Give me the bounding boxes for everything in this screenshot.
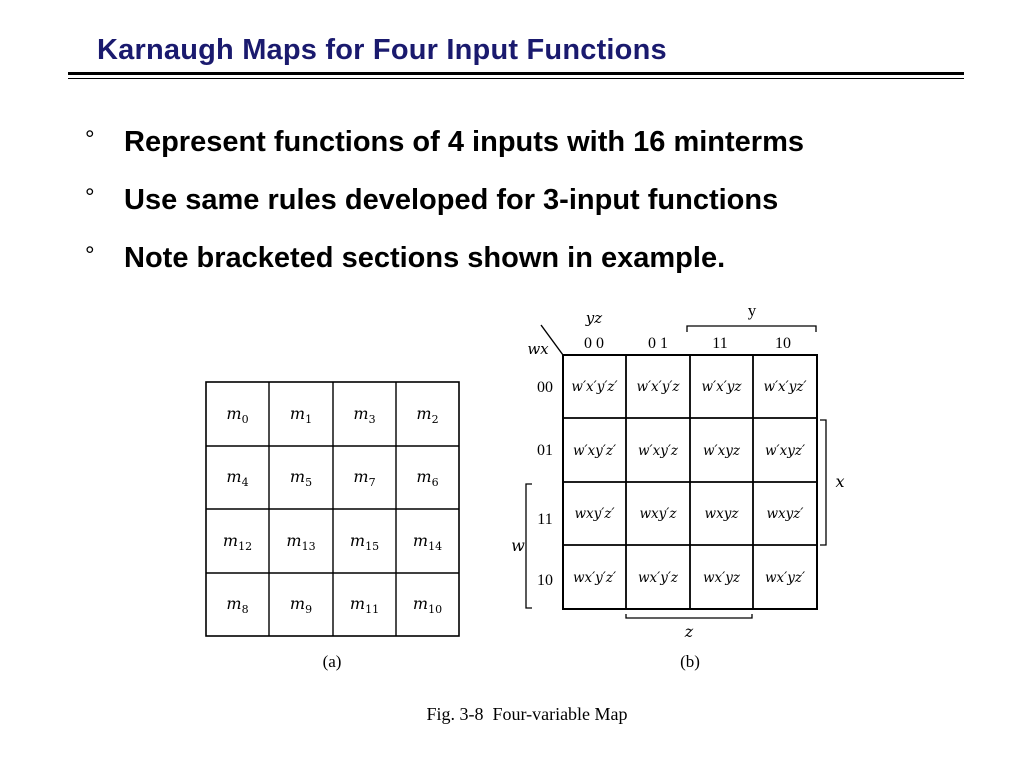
product-term-cell: w′xy′z′ xyxy=(573,443,616,459)
bullet-item: ° Note bracketed sections shown in exampl… xyxy=(85,236,804,294)
product-term-cell: wx′yz′ xyxy=(765,570,805,586)
slide-title: Karnaugh Maps for Four Input Functions xyxy=(97,34,667,66)
minterm-cell: m10 xyxy=(413,594,442,616)
y-bracket-label: y xyxy=(748,301,757,320)
map-b xyxy=(525,324,827,619)
minterm-cell: m5 xyxy=(290,467,312,489)
figure-caption: Fig. 3-8 Four-variable Map xyxy=(426,704,627,724)
map-b-corner-top-label: yz xyxy=(585,309,602,327)
map-b-row-header: 11 xyxy=(537,511,552,528)
map-b-row-header: 00 xyxy=(537,379,553,396)
minterm-cell: m4 xyxy=(226,467,248,489)
map-b-row-header: 10 xyxy=(537,572,553,589)
minterm-cell: m8 xyxy=(226,594,248,616)
w-bracket-label: w xyxy=(511,536,525,555)
z-bracket xyxy=(625,614,753,619)
map-b-col-header: 11 xyxy=(712,335,727,352)
minterm-cell: m11 xyxy=(350,594,379,616)
product-term-cell: wxy′z xyxy=(640,506,678,522)
product-term-cell: wxyz xyxy=(705,506,740,522)
bullet-text: Note bracketed sections shown in example… xyxy=(124,242,726,274)
map-b-col-header: 0 0 xyxy=(584,335,604,352)
product-term-cell: wx′y′z xyxy=(638,570,679,586)
product-term-cell: w′xyz xyxy=(703,443,741,459)
bullet-marker: ° xyxy=(85,242,95,269)
minterm-cell: m3 xyxy=(353,404,375,426)
map-a xyxy=(205,381,460,637)
product-term-cell: w′x′y′z′ xyxy=(571,379,617,395)
map-b-corner-left-label: wx xyxy=(527,340,549,358)
product-term-cell: wx′y′z′ xyxy=(573,570,616,586)
product-term-cell: w′xyz′ xyxy=(765,443,805,459)
product-term-cell: w′x′y′z xyxy=(636,379,680,395)
z-bracket-label: z xyxy=(684,622,694,641)
minterm-cell: m2 xyxy=(416,404,438,426)
map-b-col-header: 10 xyxy=(775,335,791,352)
map-b-label: (b) xyxy=(680,652,700,671)
map-b-col-header: 0 1 xyxy=(648,335,668,352)
y-bracket xyxy=(686,325,817,332)
product-term-cell: wxy′z′ xyxy=(574,506,614,522)
bullet-text: Represent functions of 4 inputs with 16 … xyxy=(124,126,804,158)
product-term-cell: w′xy′z xyxy=(638,443,679,459)
map-b-row-header: 01 xyxy=(537,442,553,459)
x-bracket xyxy=(820,419,827,546)
map-b-corner-diagonal xyxy=(540,324,564,356)
minterm-cell: m12 xyxy=(223,531,252,553)
minterm-cell: m0 xyxy=(226,404,248,426)
minterm-cell: m13 xyxy=(286,531,315,553)
product-term-cell: w′x′yz xyxy=(701,379,742,395)
minterm-cell: m14 xyxy=(413,531,442,553)
x-bracket-label: x xyxy=(835,472,844,491)
bullet-item: ° Represent functions of 4 inputs with 16… xyxy=(85,120,804,178)
bullet-marker: ° xyxy=(85,126,95,153)
map-a-label: (a) xyxy=(323,652,342,671)
product-term-cell: wxyz′ xyxy=(767,506,804,522)
bullet-text: Use same rules developed for 3-input fun… xyxy=(124,184,779,216)
minterm-cell: m1 xyxy=(290,404,312,426)
product-term-cell: wx′yz xyxy=(703,570,741,586)
title-underline-thin xyxy=(68,78,964,79)
product-term-cell: w′x′yz′ xyxy=(763,379,806,395)
bullet-list: ° Represent functions of 4 inputs with 16… xyxy=(85,120,804,294)
bullet-item: ° Use same rules developed for 3-input fu… xyxy=(85,178,804,236)
title-underline-thick xyxy=(68,72,964,75)
w-bracket xyxy=(525,483,532,609)
minterm-cell: m7 xyxy=(353,467,375,489)
minterm-cell: m15 xyxy=(350,531,379,553)
map-a-cells: m0 m1 m3 m2 m4 m5 m7 m6 m12 m13 m15 m14 m8 m9 m11 m10 xyxy=(223,404,442,616)
map-b-cells: w′x′y′z′ w′x′y′z w′x′yz w′x′yz′ w′xy′z′ w′xy′… xyxy=(571,379,806,586)
minterm-cell: m9 xyxy=(290,594,312,616)
bullet-marker: ° xyxy=(85,184,95,211)
minterm-cell: m6 xyxy=(416,467,438,489)
